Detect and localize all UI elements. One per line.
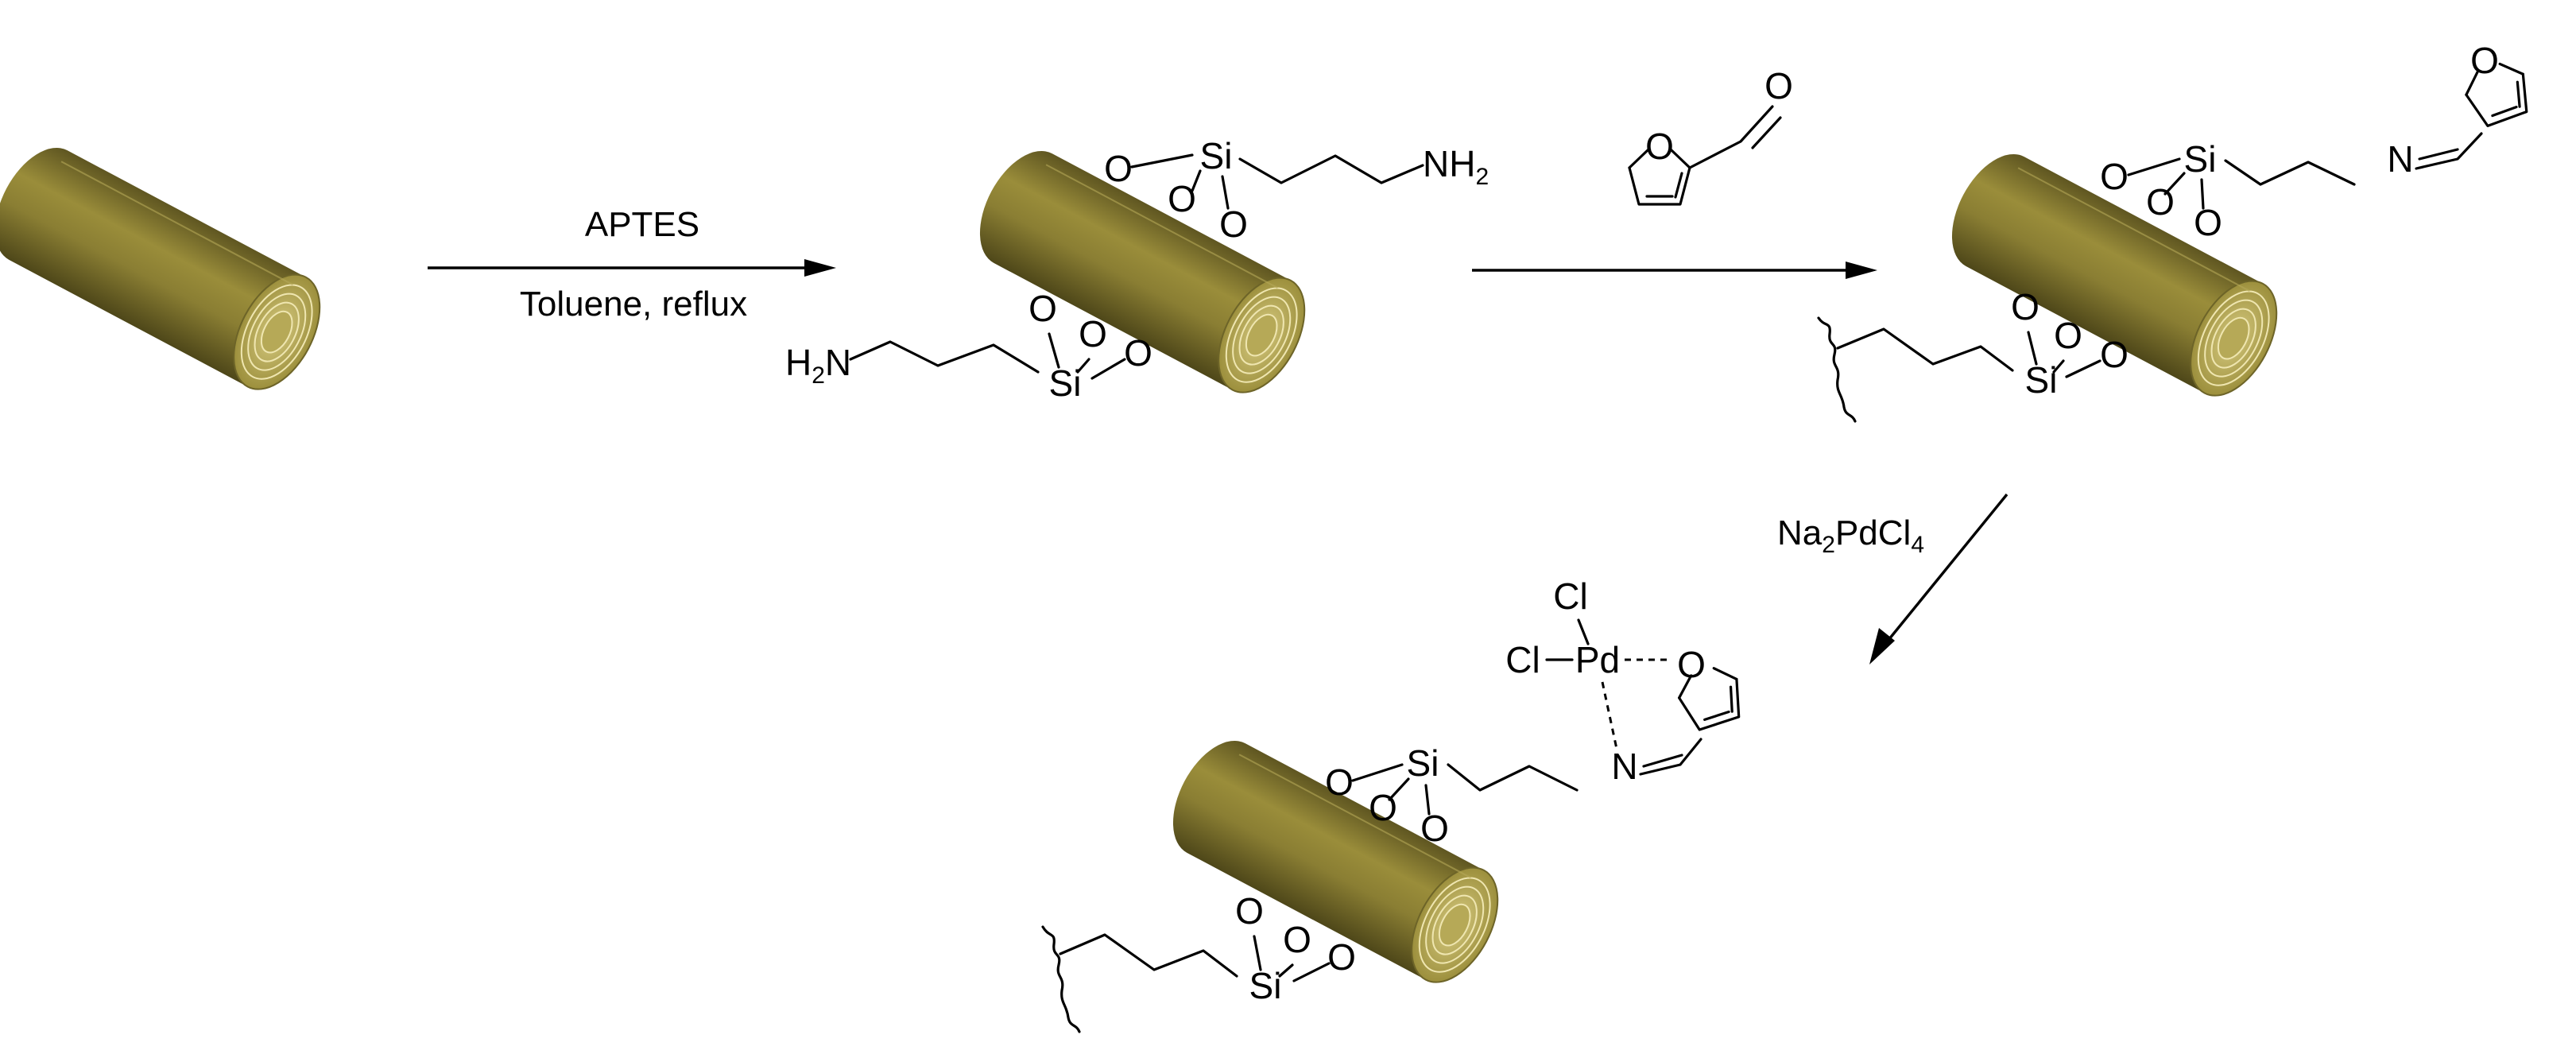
svg-text:O: O bbox=[1677, 644, 1706, 685]
arrow-step2 bbox=[1472, 262, 1877, 279]
furfural-reagent: O O bbox=[1628, 65, 1793, 206]
svg-text:O: O bbox=[2194, 202, 2222, 243]
top-siloxane-pd: O O O Si N O Pd Cl Cl bbox=[1325, 575, 1749, 849]
svg-text:O: O bbox=[2470, 40, 2499, 81]
svg-text:O: O bbox=[1219, 203, 1248, 245]
pd-atom: Pd bbox=[1575, 639, 1620, 680]
svg-text:O: O bbox=[2100, 334, 2129, 375]
imine-n-pd: N bbox=[1611, 746, 1637, 787]
svg-text:O: O bbox=[1327, 936, 1356, 978]
svg-text:Si: Si bbox=[2025, 359, 2058, 401]
si-top: Si bbox=[1200, 135, 1233, 176]
svg-text:O: O bbox=[1420, 808, 1449, 849]
svg-text:Si: Si bbox=[2184, 138, 2217, 180]
step1-reagent: APTES bbox=[585, 205, 699, 244]
svg-text:O: O bbox=[2100, 156, 2129, 197]
bottom-siloxane-imine: O O O Si bbox=[1817, 286, 2129, 423]
svg-text:O: O bbox=[1104, 148, 1133, 189]
bottom-siloxane-pd: O O O Si bbox=[1041, 890, 1356, 1033]
step1-conditions: Toluene, reflux bbox=[520, 285, 747, 324]
svg-text:Si: Si bbox=[1407, 742, 1439, 784]
svg-text:O: O bbox=[1124, 332, 1152, 374]
step3-reagent: Na2PdCl4 bbox=[1777, 513, 1924, 558]
cl-left: Cl bbox=[1505, 639, 1540, 680]
svg-text:O: O bbox=[1168, 178, 1196, 219]
svg-text:O: O bbox=[1235, 890, 1264, 932]
top-siloxane-amine: O O O Si NH2 bbox=[1104, 135, 1489, 245]
imine-n-top: N bbox=[2387, 138, 2413, 180]
h2n-bottom: H2N bbox=[785, 342, 851, 389]
svg-text:O: O bbox=[1028, 288, 1057, 329]
arrow-step1 bbox=[428, 259, 836, 277]
si-bottom: Si bbox=[1049, 362, 1082, 404]
svg-text:O: O bbox=[2011, 286, 2039, 327]
bottom-siloxane-amine: O O O Si H2N bbox=[785, 288, 1152, 404]
svg-text:O: O bbox=[1645, 126, 1674, 167]
svg-text:O: O bbox=[1764, 65, 1793, 107]
svg-text:Si: Si bbox=[1249, 965, 1282, 1006]
svg-text:O: O bbox=[1325, 761, 1354, 803]
svg-text:O: O bbox=[2054, 315, 2082, 356]
svg-text:O: O bbox=[1079, 313, 1107, 355]
nh2-top: NH2 bbox=[1423, 143, 1489, 190]
top-siloxane-imine: O O O Si N O bbox=[2100, 40, 2537, 243]
arrow-step3 bbox=[1869, 493, 2009, 665]
svg-text:O: O bbox=[1283, 919, 1311, 960]
cl-top: Cl bbox=[1553, 575, 1587, 617]
nanotube-start bbox=[0, 133, 339, 405]
svg-text:O: O bbox=[1369, 787, 1397, 828]
